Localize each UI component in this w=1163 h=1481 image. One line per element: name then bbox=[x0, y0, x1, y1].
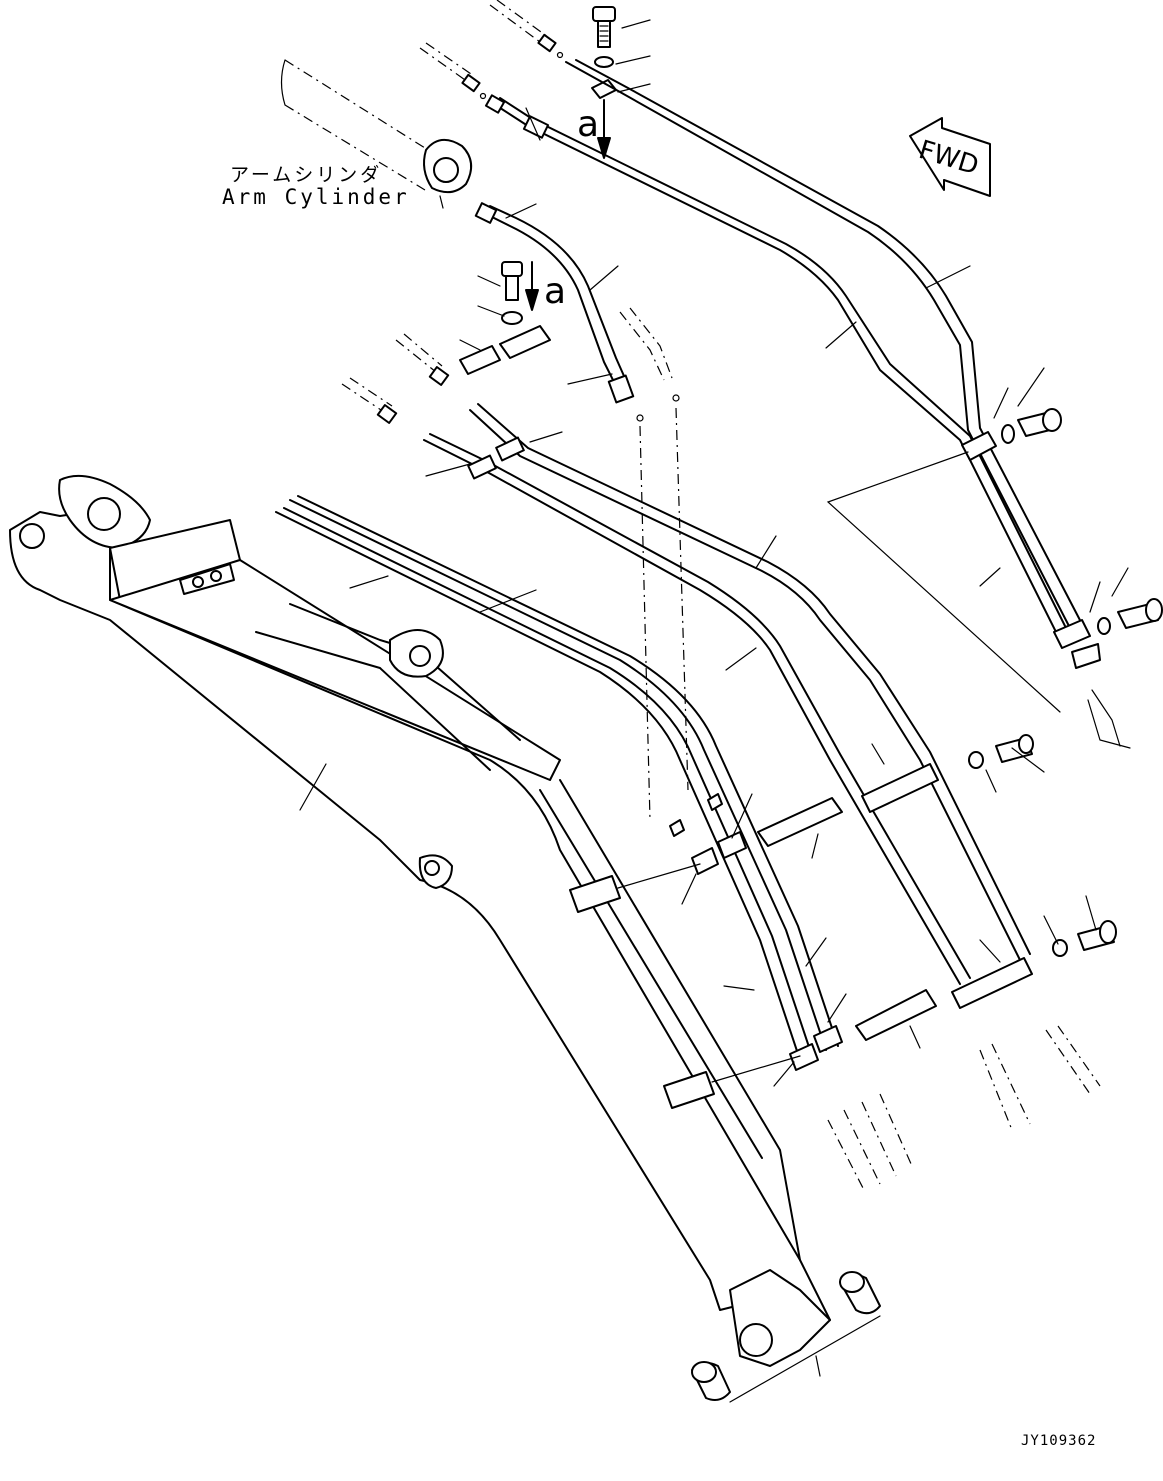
middle-pipe-pair bbox=[423, 403, 1033, 1009]
section-mark-a-top: a bbox=[577, 104, 600, 145]
drawing-number: JY109362 bbox=[1021, 1433, 1097, 1449]
upper-pipe-pair bbox=[484, 59, 1083, 641]
arm-feed-pipe bbox=[474, 202, 635, 404]
mid-hoses bbox=[341, 307, 689, 821]
cylinder-label-english: Arm Cylinder bbox=[222, 185, 410, 209]
arm-body bbox=[9, 474, 831, 1367]
top-hose-fittings bbox=[419, 0, 564, 100]
arm-side-pipe-bundle bbox=[275, 495, 843, 1071]
direction-arrow-icon bbox=[909, 117, 991, 197]
right-clamps bbox=[826, 408, 1163, 749]
cylinder-label-japanese: アームシリンダ bbox=[230, 164, 383, 186]
arm-cylinder bbox=[280, 59, 473, 209]
leader-lines bbox=[299, 19, 1129, 1087]
bucket-bushings bbox=[691, 1271, 881, 1403]
section-mark-a-middle: a bbox=[544, 271, 567, 312]
middle-clamp-bolt bbox=[459, 261, 551, 375]
lower-hoses bbox=[569, 797, 1101, 1191]
